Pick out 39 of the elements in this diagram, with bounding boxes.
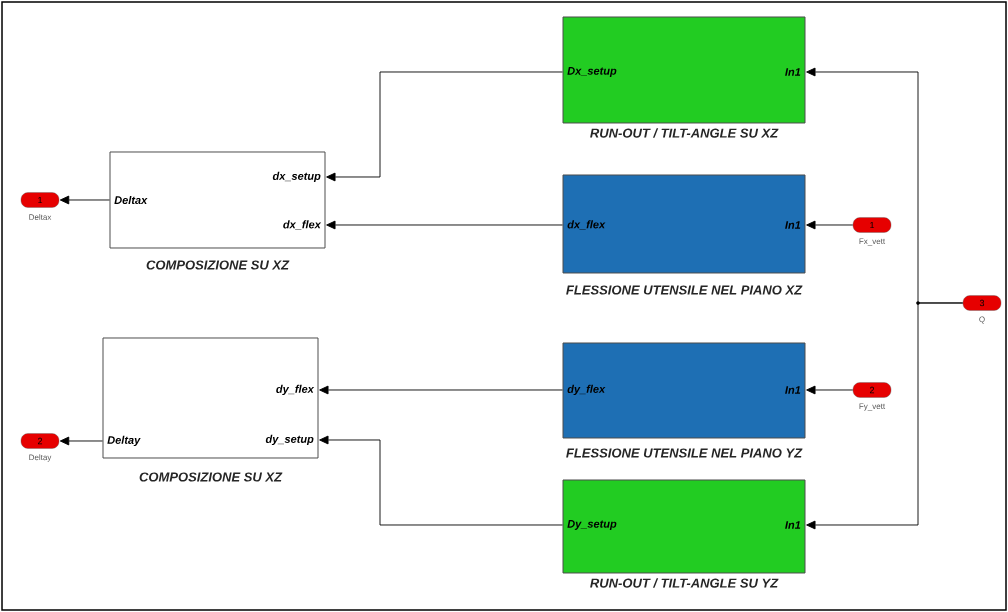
signal-arrow [326,220,563,230]
signal-arrow [319,435,563,526]
block-caption: COMPOSIZIONE SU XZ [139,472,283,482]
port-name: Fx_vett [859,238,886,246]
port-name: Deltax [29,214,52,220]
block-caption: RUN-OUT / TILT-ANGLE SU XZ [590,128,779,138]
port-label: In1 [785,521,801,529]
signal-arrow [59,195,110,205]
signal-arrow [806,220,854,230]
port-label: dy_flex [567,384,606,396]
block-caption: COMPOSIZIONE SU XZ [146,260,290,270]
block-caption: FLESSIONE UTENSILE NEL PIANO YZ [566,448,803,458]
port-label: dx_setup [272,171,321,183]
block-caption: FLESSIONE UTENSILE NEL PIANO XZ [566,285,803,295]
signal-arrow [326,71,563,182]
port-pill: 1 [852,217,892,233]
port-label: Dx_setup [567,67,617,77]
port-pill: 2 [20,433,60,449]
port-label: Deltay [107,435,141,447]
port-name: Deltay [29,454,52,462]
signal-arrow [59,436,103,446]
port-pill: 1 [20,192,60,208]
port-name: Q [979,316,985,324]
port-label: Deltax [114,195,148,205]
port-label: dx_flex [567,220,606,230]
block-caption: RUN-OUT / TILT-ANGLE SU YZ [590,578,779,588]
port-label: dx_flex [283,220,322,230]
port-label: dy_flex [276,384,315,396]
port-pill: 3 [962,295,1002,311]
port-label: In1 [785,68,801,76]
port-label: In1 [785,386,801,394]
port-label: In1 [785,221,801,229]
signal-arrow [806,385,854,395]
signal-arrow [806,302,964,530]
port-label: dy_setup [265,434,314,446]
signal-arrow [319,385,563,395]
port-pill: 2 [852,382,892,398]
port-name: Fy_vett [859,403,886,411]
port-label: Dy_setup [567,520,617,530]
